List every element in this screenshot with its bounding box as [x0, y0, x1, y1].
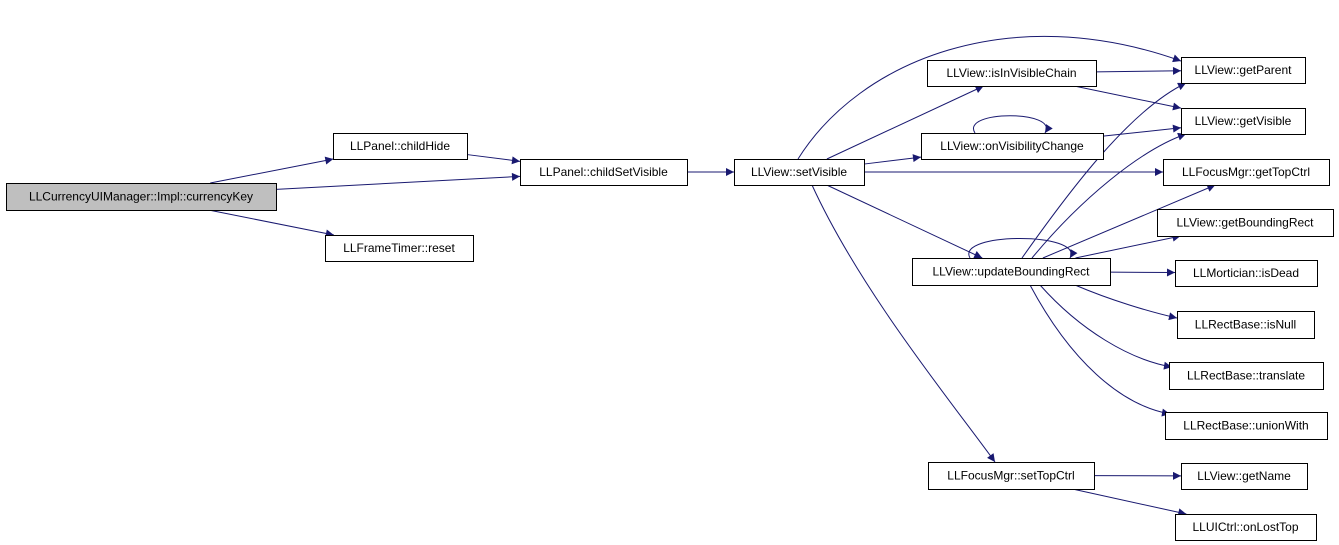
node-box [1181, 108, 1306, 135]
node-unionWith[interactable]: LLRectBase::unionWith [1165, 412, 1328, 440]
node-isInVisibleChain[interactable]: LLView::isInVisibleChain [927, 60, 1097, 87]
node-box [734, 159, 865, 186]
node-getBoundingRect[interactable]: LLView::getBoundingRect [1157, 209, 1334, 237]
node-box [1181, 57, 1306, 84]
node-label: LLFocusMgr::setTopCtrl [947, 469, 1074, 483]
edge-isInVisibleChain-to-getParent [1095, 66, 1182, 75]
edge-onVisibilityChange-to-getVisible [1102, 124, 1182, 137]
node-isNull[interactable]: LLRectBase::isNull [1177, 311, 1315, 339]
node-translate[interactable]: LLRectBase::translate [1169, 362, 1324, 390]
node-childHide[interactable]: LLPanel::childHide [333, 133, 468, 160]
node-label: LLView::updateBoundingRect [932, 265, 1090, 279]
node-label: LLPanel::childSetVisible [539, 165, 668, 179]
node-box [1181, 463, 1308, 490]
edge-setTopCtrl-to-onLostTop [1072, 488, 1187, 517]
edge-onVisibilityChange-to-onVisibilityChange [972, 115, 1053, 134]
node-label: LLView::getBoundingRect [1177, 216, 1315, 230]
node-onVisibilityChange[interactable]: LLView::onVisibilityChange [921, 133, 1104, 160]
node-getVisible[interactable]: LLView::getVisible [1181, 108, 1306, 135]
node-box [325, 235, 474, 262]
node-label: LLUICtrl::onLostTop [1192, 520, 1298, 534]
node-root: LLCurrencyUIManager::Impl::currencyKey [6, 183, 277, 211]
node-label: LLPanel::childHide [350, 139, 450, 153]
node-box [928, 462, 1095, 490]
node-frameReset[interactable]: LLFrameTimer::reset [325, 235, 474, 262]
node-label: LLView::isInVisibleChain [946, 66, 1076, 80]
node-label: LLView::getVisible [1195, 114, 1292, 128]
node-label: LLView::setVisible [751, 165, 847, 179]
node-childSetVisible[interactable]: LLPanel::childSetVisible [520, 159, 688, 186]
edge-setVisible-to-getParent [797, 35, 1182, 160]
edge-setVisible-to-setTopCtrl [811, 184, 996, 463]
edge-root-to-frameReset [208, 209, 334, 238]
node-label: LLFrameTimer::reset [343, 241, 455, 255]
node-getParent[interactable]: LLView::getParent [1181, 57, 1306, 84]
node-getTopCtrl[interactable]: LLFocusMgr::getTopCtrl [1163, 159, 1330, 186]
edge-setVisible-to-updateBoundingRect [826, 184, 983, 259]
edge-updateBoundingRect-to-unionWith [1029, 284, 1171, 417]
nodes-layer: LLCurrencyUIManager::Impl::currencyKeyLL… [6, 57, 1334, 541]
node-onLostTop[interactable]: LLUICtrl::onLostTop [1175, 514, 1317, 541]
node-getName[interactable]: LLView::getName [1181, 463, 1308, 490]
node-label: LLRectBase::unionWith [1183, 419, 1308, 433]
node-box [6, 183, 277, 211]
node-box [1169, 362, 1324, 390]
node-box [333, 133, 468, 160]
node-label: LLView::getName [1197, 469, 1291, 483]
node-label: LLView::onVisibilityChange [940, 139, 1084, 153]
node-box [1175, 514, 1317, 541]
node-box [1175, 260, 1318, 287]
node-label: LLMortician::isDead [1193, 266, 1299, 280]
edge-root-to-childHide [210, 156, 334, 184]
node-label: LLRectBase::isNull [1195, 318, 1296, 332]
edge-updateBoundingRect-to-updateBoundingRect [968, 238, 1078, 259]
edge-childHide-to-childSetVisible [466, 154, 521, 165]
edge-setVisible-to-isInVisibleChain [826, 85, 984, 160]
edge-isInVisibleChain-to-getVisible [1074, 85, 1182, 111]
edge-updateBoundingRect-to-translate [1039, 284, 1173, 370]
node-box [921, 133, 1104, 160]
node-updateBoundingRect[interactable]: LLView::updateBoundingRect [912, 258, 1111, 286]
node-isDead[interactable]: LLMortician::isDead [1175, 260, 1318, 287]
node-box [912, 258, 1111, 286]
node-setTopCtrl[interactable]: LLFocusMgr::setTopCtrl [928, 462, 1095, 490]
edge-root-to-childSetVisible [275, 172, 521, 190]
edge-updateBoundingRect-to-getBoundingRect [1075, 233, 1181, 259]
node-label: LLCurrencyUIManager::Impl::currencyKey [29, 190, 253, 204]
node-box [1163, 159, 1330, 186]
edge-updateBoundingRect-to-getTopCtrl [1042, 184, 1216, 259]
edge-updateBoundingRect-to-isNull [1074, 284, 1178, 321]
node-box [520, 159, 688, 186]
node-box [1157, 209, 1334, 237]
node-box [1177, 311, 1315, 339]
node-setVisible[interactable]: LLView::setVisible [734, 159, 865, 186]
node-label: LLRectBase::translate [1187, 369, 1305, 383]
node-box [927, 60, 1097, 87]
edge-updateBoundingRect-to-getVisible [1031, 132, 1187, 259]
edge-setVisible-to-onVisibilityChange [863, 154, 922, 165]
node-box [1165, 412, 1328, 440]
node-label: LLFocusMgr::getTopCtrl [1182, 165, 1310, 179]
node-label: LLView::getParent [1195, 63, 1293, 77]
